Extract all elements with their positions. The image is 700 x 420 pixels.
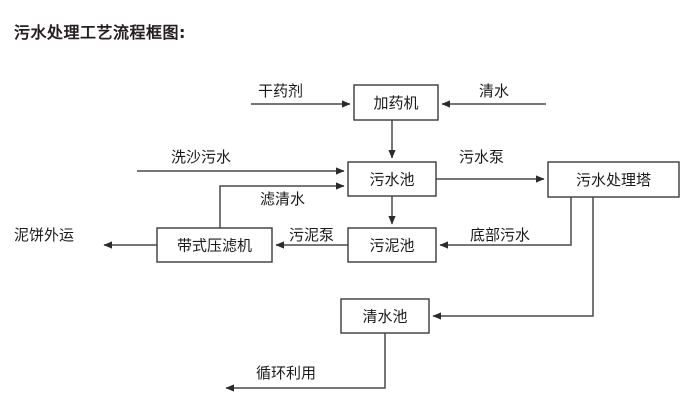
page-title: 污水处理工艺流程框图:: [14, 23, 186, 42]
edge-label-filtered-clear-water: 滤清水: [260, 190, 305, 208]
edge-label-dry-agent: 干药剂: [258, 82, 303, 100]
node-sewage-pool-label: 污水池: [369, 171, 414, 189]
edge-label-bottom-sewage: 底部污水: [470, 226, 530, 244]
edge-label-recycle-use: 循环利用: [256, 364, 316, 382]
node-sludge-pool[interactable]: 污泥池: [347, 227, 437, 263]
node-dosing-machine-label: 加药机: [373, 94, 418, 112]
node-belt-filter-press-label: 带式压滤机: [177, 237, 252, 255]
node-clean-water-pool-label: 清水池: [362, 308, 407, 326]
edge-label-clean-water-in: 清水: [479, 82, 509, 100]
connector-bottom-sewage: [439, 197, 572, 249]
connector-filtered-clear-water: [219, 182, 345, 228]
node-sewage-treatment-tower-rect: [547, 161, 680, 198]
node-sludge-pool-label: 污泥池: [369, 237, 414, 255]
edge-label-sludge-pump: 污泥泵: [289, 226, 334, 244]
edge-label-sewage-pump: 污水泵: [459, 148, 504, 166]
node-sewage-pool[interactable]: 污水池: [347, 161, 437, 197]
node-clean-water-pool-rect: [340, 298, 430, 334]
node-belt-filter-press-rect: [156, 227, 273, 263]
node-dosing-machine-rect: [353, 84, 439, 121]
node-clean-water-pool[interactable]: 清水池: [340, 298, 430, 334]
connector-tower-to-clean-water-pool: [432, 197, 594, 320]
node-sewage-treatment-tower-label: 污水处理塔: [576, 171, 651, 189]
edge-label-mud-cake-export: 泥饼外运: [14, 226, 74, 244]
edge-label-sand-wash-sewage: 洗沙污水: [171, 148, 231, 166]
node-belt-filter-press[interactable]: 带式压滤机: [156, 227, 273, 263]
connector-recycle-use: [225, 333, 386, 392]
node-sludge-pool-rect: [347, 227, 437, 263]
node-dosing-machine[interactable]: 加药机: [353, 84, 439, 121]
node-sewage-treatment-tower[interactable]: 污水处理塔: [547, 161, 680, 198]
node-sewage-pool-rect: [347, 161, 437, 197]
